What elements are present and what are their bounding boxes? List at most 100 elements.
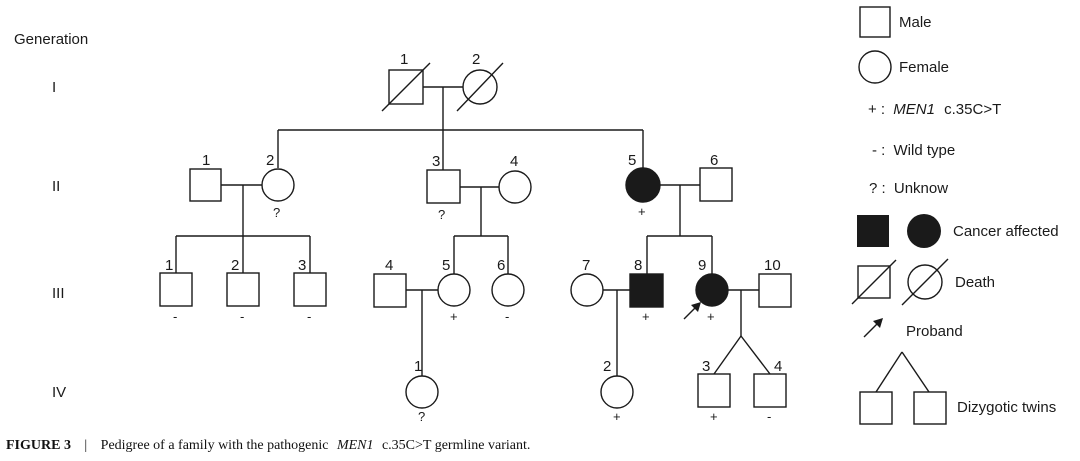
genotype-mark: - bbox=[240, 309, 244, 324]
legend-proband-label: Proband bbox=[906, 323, 963, 340]
individual-number: 5 bbox=[628, 152, 636, 169]
individual-number: 5 bbox=[442, 257, 450, 274]
caption-label: FIGURE 3 bbox=[6, 438, 71, 453]
caption-text-after: c.35C>T germline variant. bbox=[382, 438, 530, 453]
legend-unknown-label: Unknow bbox=[894, 180, 948, 197]
genotype-mark: + bbox=[642, 309, 650, 324]
legend-affected-female-icon bbox=[907, 214, 941, 248]
legend-variant-symbol: + : bbox=[868, 101, 885, 118]
legend-deceased-female-slash bbox=[901, 258, 949, 306]
individual-I-1: 1 bbox=[381, 51, 431, 112]
individual-III-2: 2 - bbox=[226, 257, 260, 324]
individual-number: 2 bbox=[266, 152, 274, 169]
individual-II-2: 2 ? bbox=[261, 152, 295, 220]
genotype-mark: + bbox=[710, 409, 718, 424]
individual-II-3: 3 ? bbox=[426, 153, 461, 222]
legend-twin-line-right bbox=[901, 351, 930, 393]
individual-III-6: 6 - bbox=[491, 257, 525, 324]
legend-unknown-row: ? : Unknow bbox=[869, 180, 948, 197]
genotype-mark: + bbox=[613, 409, 621, 424]
legend-wild-label: Wild type bbox=[894, 142, 956, 159]
individual-number: 1 bbox=[414, 358, 422, 375]
deceased-slash bbox=[381, 62, 431, 112]
individual-III-3: 3 - bbox=[293, 257, 327, 324]
individual-IV-1: 1 ? bbox=[405, 358, 439, 424]
individual-number: 4 bbox=[774, 358, 782, 375]
legend: Male Female + : MEN1 c.35C>T - : Wild ty… bbox=[851, 6, 1059, 425]
individual-III-8: 8 + bbox=[629, 257, 664, 324]
legend-proband-arrow-icon bbox=[873, 318, 883, 328]
individual-number: 10 bbox=[764, 257, 781, 274]
genotype-mark: ? bbox=[273, 205, 280, 220]
generation-label-II: II bbox=[52, 178, 60, 195]
individual-II-1: 1 bbox=[189, 152, 222, 202]
individual-number: 9 bbox=[698, 257, 706, 274]
legend-affected-label: Cancer affected bbox=[953, 223, 1059, 240]
legend-variant-row: + : MEN1 c.35C>T bbox=[868, 101, 1001, 118]
genotype-mark: ? bbox=[418, 409, 425, 424]
legend-male-icon bbox=[859, 6, 891, 38]
individual-III-10: 10 bbox=[758, 257, 792, 308]
genotype-mark: + bbox=[707, 309, 715, 324]
legend-female-label: Female bbox=[899, 59, 949, 76]
generation-header: Generation bbox=[14, 31, 88, 48]
figure-caption: FIGURE 3 | Pedigree of a family with the… bbox=[6, 436, 530, 453]
individual-number: 2 bbox=[231, 257, 239, 274]
individual-number: 3 bbox=[432, 153, 440, 170]
legend-wild-symbol: - : bbox=[872, 142, 885, 159]
individual-number: 1 bbox=[165, 257, 173, 274]
individual-number: 3 bbox=[298, 257, 306, 274]
generation-label-IV: IV bbox=[52, 384, 66, 401]
legend-variant-gene: MEN1 bbox=[893, 101, 935, 118]
legend-twins-label: Dizygotic twins bbox=[957, 399, 1056, 416]
individual-number: 1 bbox=[202, 152, 210, 169]
genotype-mark: + bbox=[638, 204, 646, 219]
genotype-mark: - bbox=[173, 309, 177, 324]
individual-II-6: 6 bbox=[699, 152, 733, 202]
individual-number: 2 bbox=[472, 51, 480, 68]
pedigree-lines bbox=[175, 86, 771, 376]
legend-male-label: Male bbox=[899, 14, 932, 31]
generation-label-I: I bbox=[52, 79, 56, 96]
individual-number: 2 bbox=[603, 358, 611, 375]
legend-twin-right-icon bbox=[913, 391, 947, 425]
legend-twin-line-left bbox=[875, 351, 903, 393]
genotype-mark: + bbox=[450, 309, 458, 324]
individual-III-9: 9 + bbox=[683, 257, 729, 324]
individual-II-4: 4 bbox=[498, 153, 532, 204]
individual-number: 1 bbox=[400, 51, 408, 68]
individual-IV-2: 2 + bbox=[600, 358, 634, 424]
legend-deceased-male-slash bbox=[851, 259, 897, 305]
individual-number: 6 bbox=[710, 152, 718, 169]
genotype-mark: ? bbox=[438, 207, 445, 222]
individual-number: 7 bbox=[582, 257, 590, 274]
individual-III-1: 1 - bbox=[159, 257, 193, 324]
individual-II-5: 5 + bbox=[625, 152, 661, 219]
legend-variant-change: c.35C>T bbox=[944, 101, 1001, 118]
twin-line-IV-4 bbox=[740, 335, 771, 375]
individual-number: 3 bbox=[702, 358, 710, 375]
individual-III-4: 4 bbox=[373, 257, 407, 308]
individual-I-2: 2 bbox=[456, 51, 504, 112]
caption-separator: | bbox=[84, 438, 87, 453]
legend-twin-left-icon bbox=[859, 391, 893, 425]
proband-arrow-icon bbox=[691, 302, 701, 312]
genotype-mark: - bbox=[505, 309, 509, 324]
genotype-mark: - bbox=[767, 409, 771, 424]
deceased-slash bbox=[456, 62, 504, 112]
individual-number: 8 bbox=[634, 257, 642, 274]
individual-III-7: 7 bbox=[570, 257, 604, 307]
individual-number: 4 bbox=[510, 153, 518, 170]
twin-line-IV-3 bbox=[713, 335, 742, 375]
caption-text-before: Pedigree of a family with the pathogenic bbox=[101, 438, 329, 453]
legend-death-label: Death bbox=[955, 274, 995, 291]
individual-IV-4: 4 - bbox=[753, 358, 787, 424]
caption-gene: MEN1 bbox=[336, 438, 374, 453]
generation-label-III: III bbox=[52, 285, 65, 302]
individual-number: 6 bbox=[497, 257, 505, 274]
legend-female-icon bbox=[858, 50, 892, 84]
legend-affected-male-icon bbox=[857, 215, 889, 247]
genotype-mark: - bbox=[307, 309, 311, 324]
legend-unknown-symbol: ? : bbox=[869, 180, 886, 197]
